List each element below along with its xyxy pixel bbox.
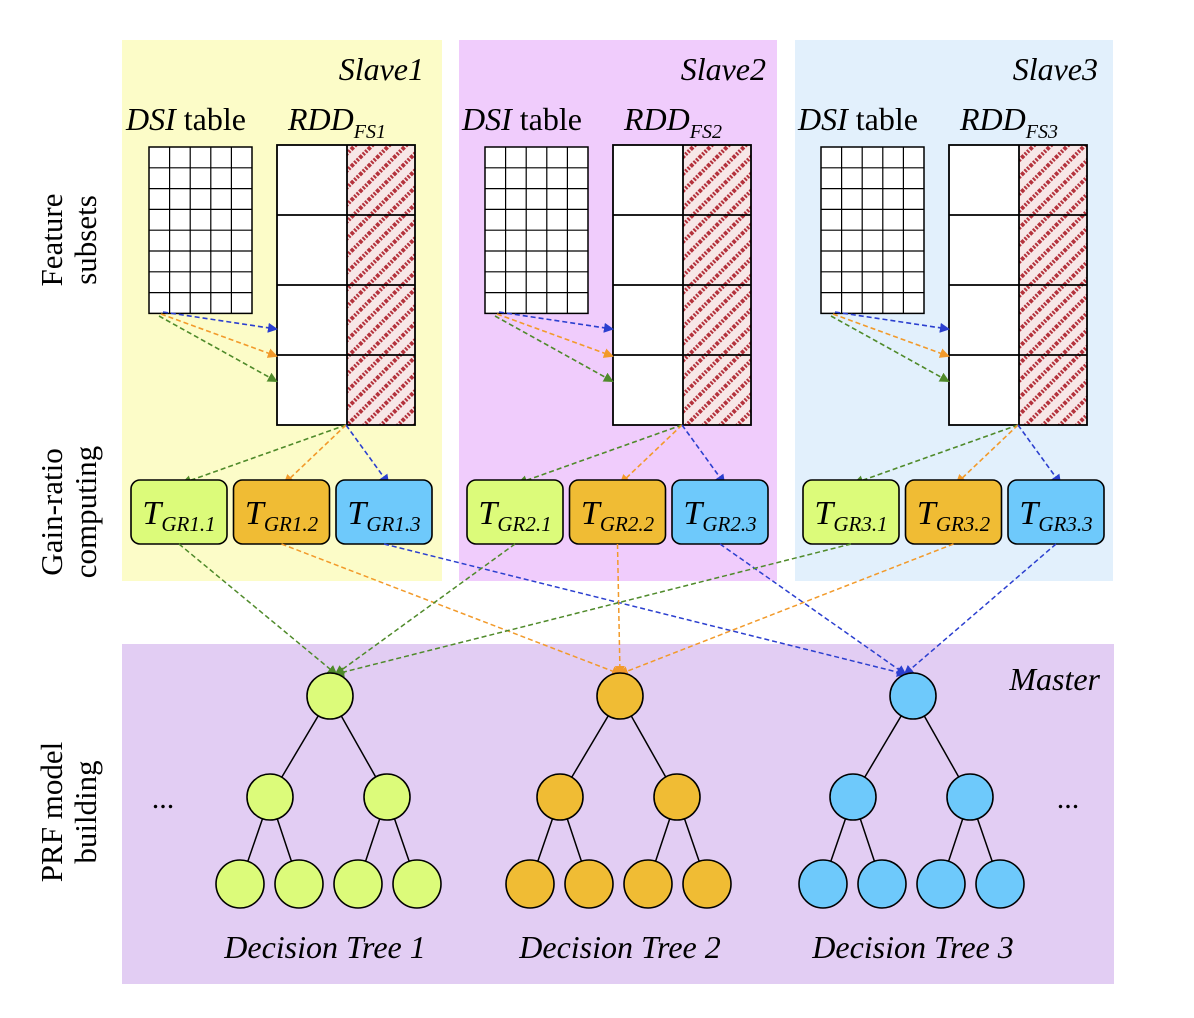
rdd-to-task-arrow: [283, 424, 347, 485]
rdd-to-task-arrow: [853, 424, 1019, 486]
tree-label-3: Decision Tree 3: [811, 929, 1013, 965]
tree-node: [653, 773, 701, 821]
task-label: TGR3.1: [814, 495, 887, 536]
grid-to-rdd-arrow: [494, 315, 614, 382]
gain-ratio-label-line2: computing: [68, 446, 103, 579]
prf-label-line2: building: [68, 760, 103, 863]
tree-node: [829, 773, 877, 821]
rdd-to-task-arrow: [681, 424, 726, 485]
tree-leaf-node: [564, 859, 614, 909]
task-label: TGR2.3: [683, 495, 756, 536]
rdd-to-task-arrow: [1017, 424, 1062, 485]
tree-node: [946, 773, 994, 821]
grid-to-rdd-arrow: [496, 313, 614, 358]
task-label: TGR2.2: [581, 495, 655, 536]
grid-to-rdd-arrow: [498, 311, 614, 333]
prf-label-line1: PRF model: [34, 742, 69, 882]
dsi-table-label-1: DSI table: [125, 101, 246, 137]
task-to-tree-arrow: [334, 543, 516, 676]
rdd-label-3: RDDFS3: [959, 101, 1058, 143]
task-to-tree-arrow: [903, 543, 1057, 676]
tree-root-node: [596, 672, 644, 720]
tree-leaf-node: [333, 859, 383, 909]
task-label: TGR3.2: [917, 495, 991, 536]
tree-leaf-node: [798, 859, 848, 909]
tree-leaf-node: [505, 859, 555, 909]
gain-ratio-label-line1: Gain-ratio: [34, 448, 69, 575]
ellipsis-right: ...: [1057, 782, 1080, 815]
grid-to-rdd-arrow: [160, 313, 278, 358]
rdd-label-1: RDDFS1: [287, 101, 386, 143]
task-to-tree-arrow: [383, 543, 907, 677]
slave-title-2: Slave2: [681, 51, 766, 87]
dsi-table-label-3: DSI table: [797, 101, 918, 137]
task-to-tree-arrow: [334, 543, 852, 677]
task-label: TGR1.1: [142, 495, 215, 536]
task-label: TGR1.2: [245, 495, 319, 536]
dsi-table-label-2: DSI table: [461, 101, 582, 137]
rdd-to-task-arrow: [181, 424, 347, 486]
tree-node: [363, 773, 411, 821]
grid-to-rdd-arrow: [834, 311, 950, 333]
task-label: TGR3.3: [1019, 495, 1092, 536]
tree-root-node: [889, 672, 937, 720]
task-to-tree-arrow: [281, 543, 622, 676]
slave-title-3: Slave3: [1013, 51, 1098, 87]
tree-root-node: [306, 672, 354, 720]
rdd-to-task-arrow: [517, 424, 683, 486]
tree-leaf-node: [857, 859, 907, 909]
slave-title-1: Slave1: [339, 51, 424, 87]
grid-to-rdd-arrow: [832, 313, 950, 358]
feature-subsets-label-line1: Feature: [34, 194, 69, 287]
task-to-tree-arrow: [618, 543, 954, 676]
tree-node: [536, 773, 584, 821]
tree-leaf-node: [274, 859, 324, 909]
rdd-label-2: RDDFS2: [623, 101, 722, 143]
grid-to-rdd-arrow: [830, 315, 950, 382]
tree-leaf-node: [916, 859, 966, 909]
task-to-tree-arrow: [614, 543, 625, 676]
rdd-to-task-arrow: [955, 424, 1019, 485]
feature-subsets-label-line2: subsets: [68, 195, 103, 285]
ellipsis-left: ...: [152, 782, 175, 815]
tree-leaf-node: [975, 859, 1025, 909]
tree-leaf-node: [215, 859, 265, 909]
task-label: TGR2.1: [478, 495, 551, 536]
task-label: TGR1.3: [347, 495, 420, 536]
task-to-tree-arrow: [178, 543, 338, 676]
tree-leaf-node: [682, 859, 732, 909]
task-to-tree-arrow: [719, 543, 907, 676]
rdd-to-task-arrow: [619, 424, 683, 485]
tree-node: [246, 773, 294, 821]
master-title: Master: [1008, 661, 1100, 697]
grid-to-rdd-arrow: [162, 311, 278, 333]
tree-leaf-node: [623, 859, 673, 909]
grid-to-rdd-arrow: [158, 315, 278, 382]
tree-label-2: Decision Tree 2: [518, 929, 720, 965]
rdd-to-task-arrow: [345, 424, 390, 485]
tree-label-1: Decision Tree 1: [223, 929, 425, 965]
tree-leaf-node: [392, 859, 442, 909]
